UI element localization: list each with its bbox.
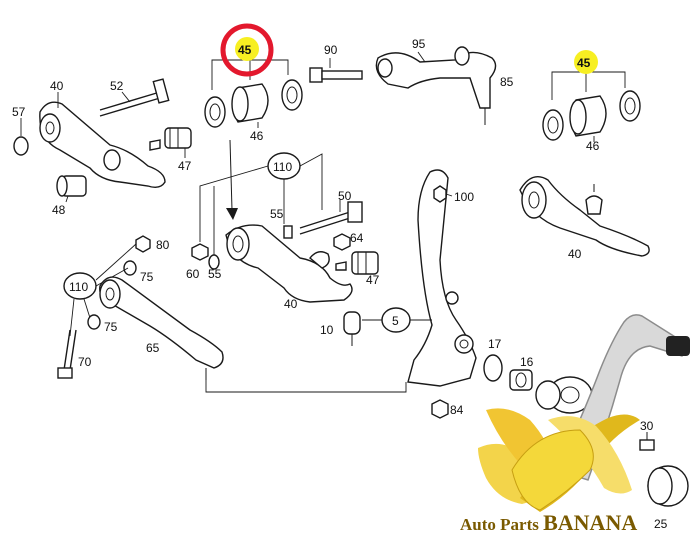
callout-16: 16 [520,355,534,369]
callout-40-left: 40 [50,79,64,93]
highlight-badge-45-right [574,50,598,74]
callout-47-left: 47 [178,159,192,173]
bolt-70 [57,329,77,379]
callout-45-left: 45 [238,43,252,57]
washer-57 [13,136,29,156]
fitment-arrow [229,139,233,211]
upper-control-arm [375,46,497,125]
washer-55-bottom [208,254,220,270]
callout-52: 52 [110,79,124,93]
callout-30: 30 [640,419,654,433]
callout-40-center: 40 [284,297,298,311]
bushing-48 [56,175,87,203]
ball-joint-10 [343,311,361,346]
ball-joint-47-left [149,127,192,158]
callout-40-right: 40 [568,247,582,261]
seal-ring-17 [483,354,503,382]
callout-110-left: 110 [69,280,88,294]
bolt-30 [639,432,655,451]
callout-80: 80 [156,238,170,252]
washer-55-top [283,225,293,239]
callout-75-top: 75 [140,270,154,284]
strut-rod [225,224,353,303]
lower-arm-right [519,176,650,257]
wheel-bearing-16 [509,369,533,391]
callout-95: 95 [412,37,426,51]
wheel-hub [535,376,593,414]
steering-knuckle [407,169,477,387]
highlight-badge-45-left [235,37,259,61]
callout-48: 48 [52,203,66,217]
callout-17: 17 [488,337,502,351]
connector-line [205,380,407,393]
callout-85: 85 [500,75,514,89]
ball-joint-47-center [335,251,379,275]
bushing-kit-left [204,59,303,128]
callout-10: 10 [320,323,334,337]
callout-70: 70 [78,355,92,369]
callout-110-center: 110 [273,160,292,174]
bolt-52 [99,78,170,117]
callout-50: 50 [338,189,352,203]
washer-75-top [123,260,137,276]
tension-strut-65 [99,276,224,380]
callout-75-bottom: 75 [104,320,118,334]
callout-46-left: 46 [250,129,264,143]
brand-name: BANANA [543,510,637,535]
bolt-90 [309,58,363,83]
red-highlight-circle [220,23,274,77]
watermark-brand: Auto Parts BANANA [460,510,637,535]
callout-84: 84 [450,403,464,417]
callout-57: 57 [12,105,26,119]
callout-65: 65 [146,341,160,355]
washer-75-bottom [87,314,101,330]
fitment-arrow-head [226,208,238,220]
lower-arm-left [39,92,166,189]
callout-90: 90 [324,43,338,57]
callout-25: 25 [654,517,668,531]
bushing-kit-right [542,71,641,142]
callout-64: 64 [350,231,364,245]
callout-55-top: 55 [270,207,284,221]
banana-logo [478,314,690,512]
brand-prefix: Auto Parts [460,515,543,534]
callout-45-right: 45 [577,56,591,70]
nut-84 [431,399,449,419]
callout-46-right: 46 [586,139,600,153]
callout-100: 100 [454,190,474,204]
dust-cap-25 [647,465,689,507]
bolt-50 [299,200,363,235]
callout-5: 5 [392,314,399,328]
callout-60: 60 [186,267,200,281]
dust-cap-100 [433,185,447,203]
nut-60 [191,243,209,261]
nut-80 [135,235,151,253]
callout-55-bottom: 55 [208,267,222,281]
nut-64 [333,233,351,251]
callout-47-center: 47 [366,273,380,287]
